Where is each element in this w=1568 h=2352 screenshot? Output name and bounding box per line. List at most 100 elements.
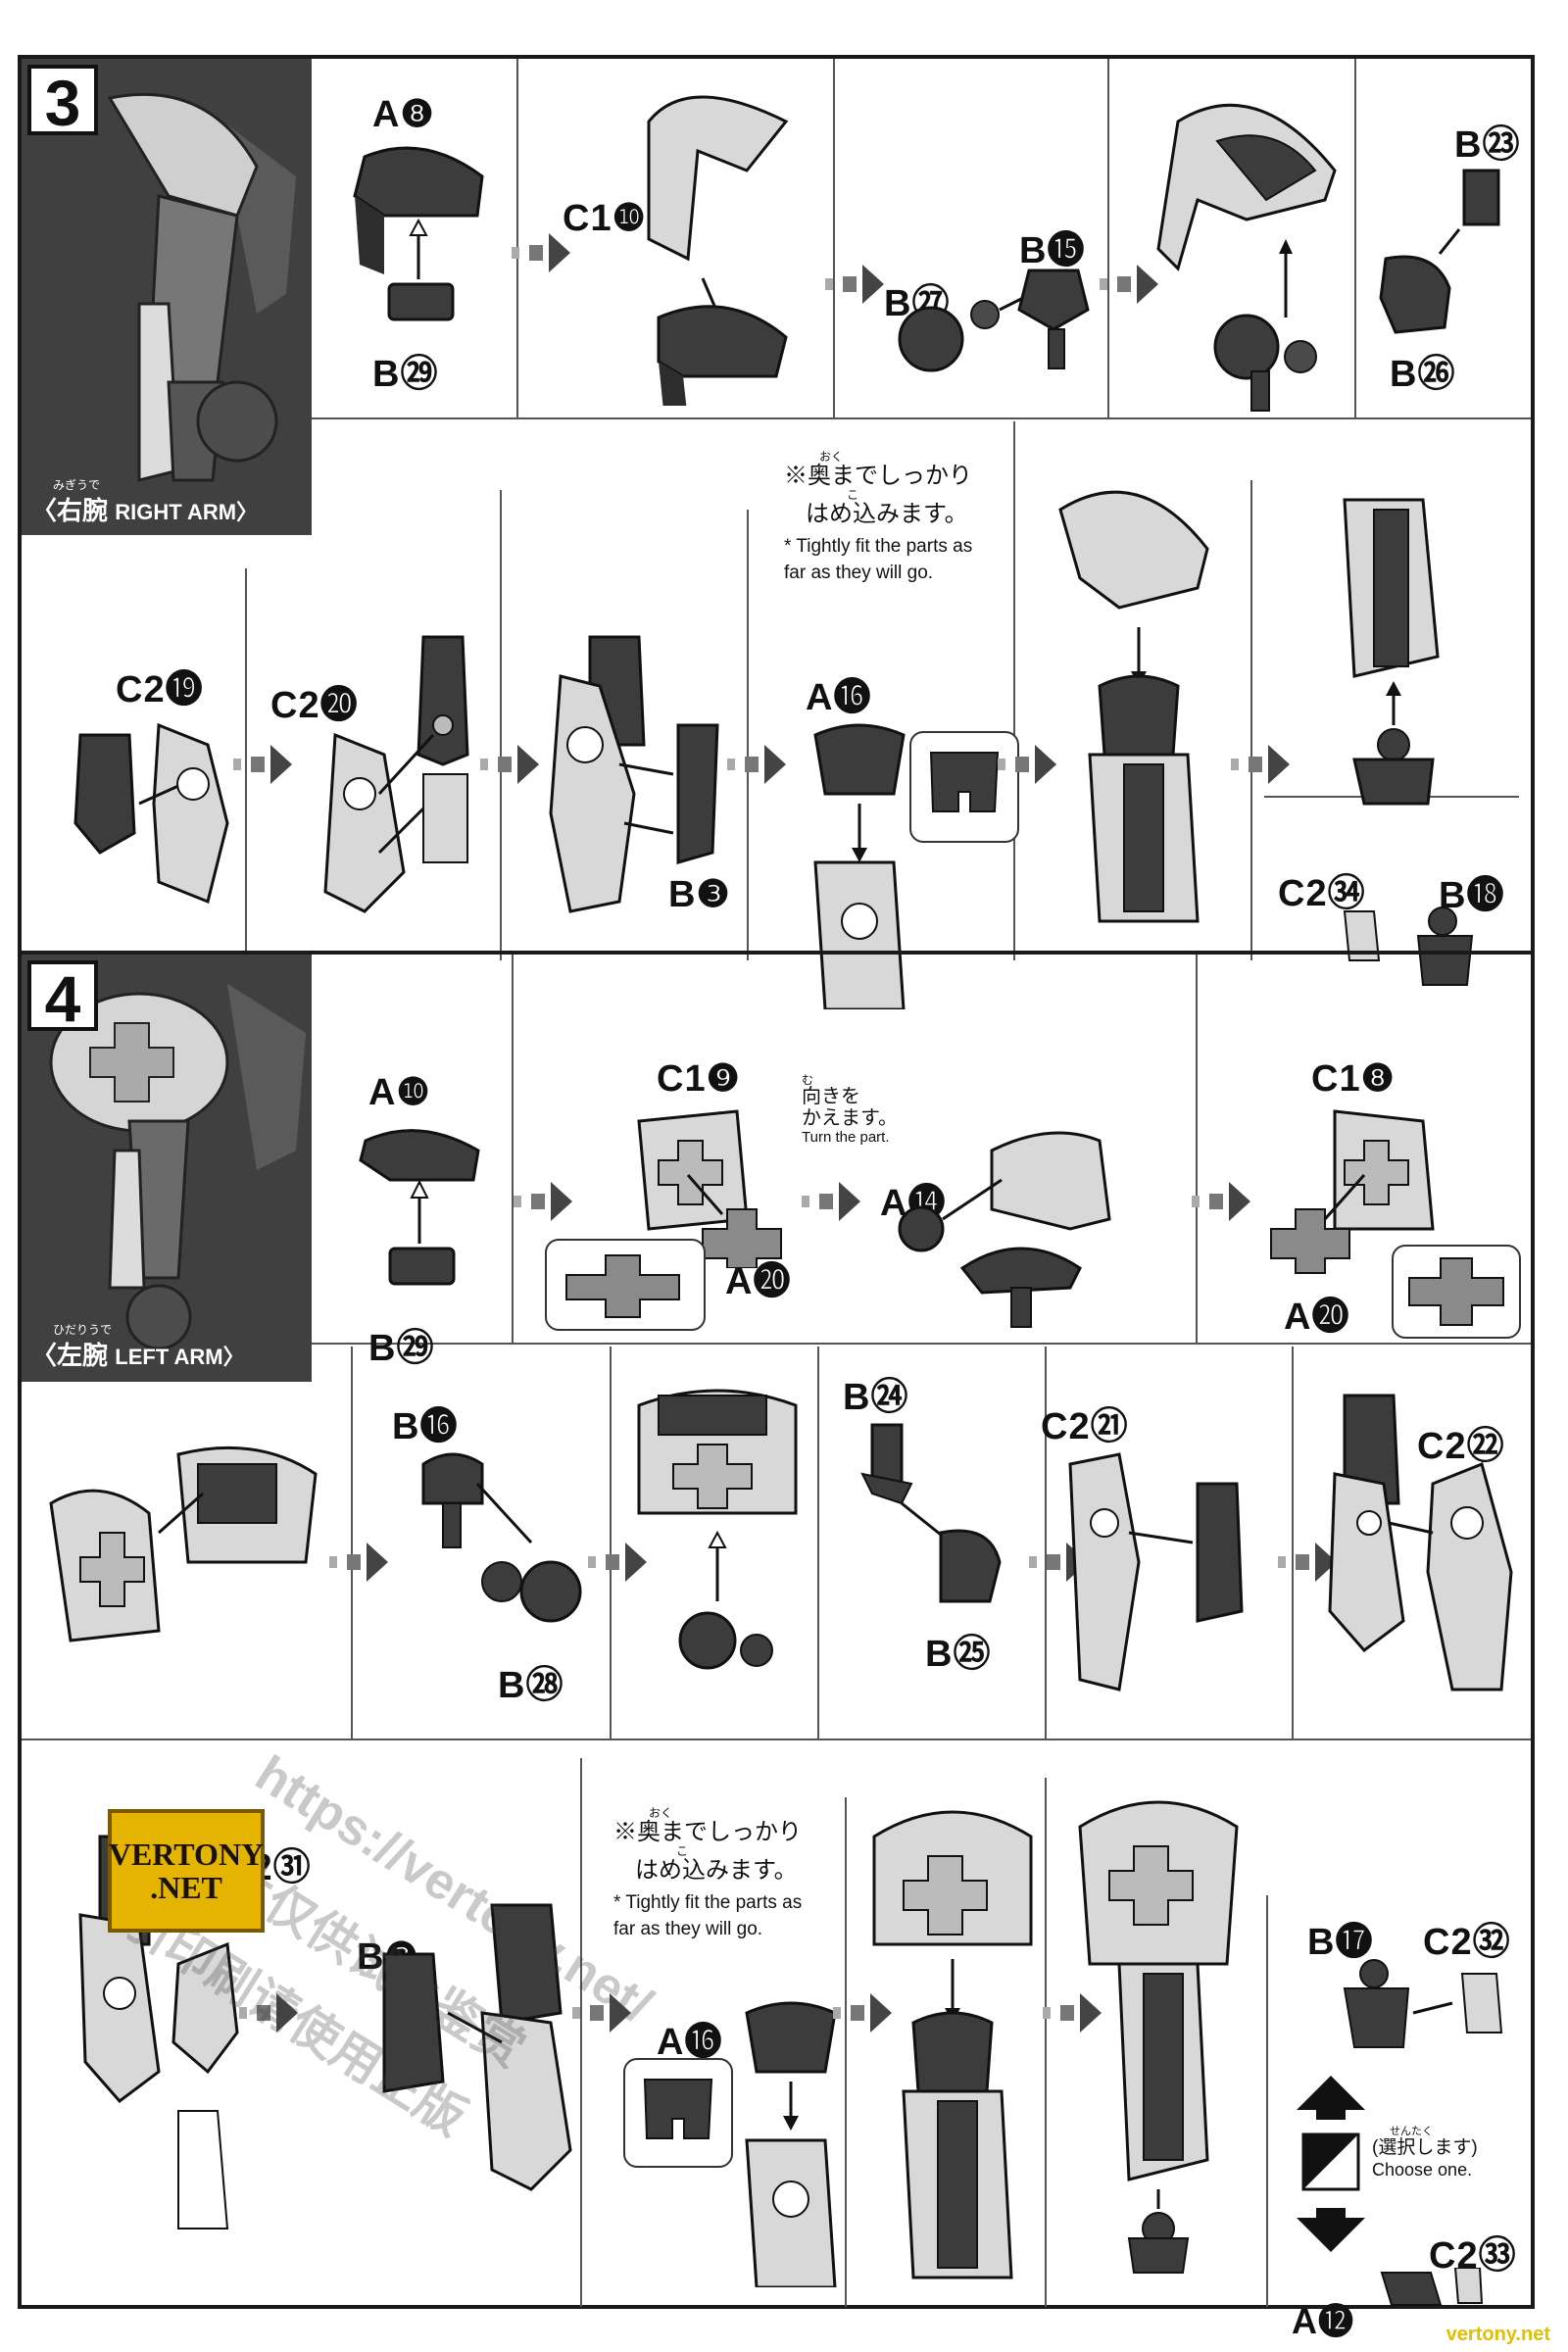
part-hand-join-assembly (1343, 498, 1440, 806)
part-c1-8-assembly (1270, 1109, 1435, 1274)
part-arm-join-assembly (1058, 490, 1209, 923)
left-arm-illustration (22, 955, 312, 1382)
part-label-b3: B❸ (668, 874, 731, 915)
part-label-c2-19: C2⓳ (116, 669, 204, 710)
detail-part-cross (565, 1254, 680, 1318)
divider (512, 955, 514, 1343)
part-c2-21-assembly (1068, 1452, 1244, 1691)
part-label-a10: A❿ (368, 1072, 431, 1113)
part-arm-join-assembly (872, 1810, 1033, 2279)
part-label-c2-22: C2㉒ (1417, 1426, 1505, 1467)
next-step-arrow (825, 265, 884, 304)
part-hand-join-assembly (1078, 1800, 1239, 2274)
part-label-c2-34: C2㉞ (1278, 873, 1366, 914)
part-label-b15: B⓯ (1019, 230, 1086, 271)
divider (1266, 1895, 1268, 2307)
step-number: 3 (27, 65, 98, 137)
logo-line2: .NET (150, 1870, 222, 1905)
part-label-c1-9: C1❾ (657, 1058, 741, 1100)
part-a16-assembly (745, 2001, 837, 2287)
left-arm-photo: 4 ひだりうで 〈左腕 LEFT ARM〉 (22, 955, 312, 1382)
part-a8-assembly (353, 146, 484, 321)
part-label-a20b: A⓴ (1284, 1297, 1350, 1338)
choose-ruby: せんたく (1390, 2126, 1433, 2137)
detail-box (1392, 1245, 1521, 1339)
divider (351, 1347, 353, 1739)
next-step-arrow (833, 1993, 892, 2033)
arm-label-jp: 〈左腕 (31, 1341, 109, 1370)
step-4-section: 4 ひだりうで 〈左腕 LEFT ARM〉 A❿ B㉙ C1❾ (22, 955, 1531, 2341)
part-b23-b26 (1379, 169, 1500, 334)
part-label-b26: B㉖ (1390, 354, 1456, 395)
choose-one-note: せんたく (選択します) Choose one. (1372, 2127, 1478, 2180)
detail-box (545, 1239, 706, 1331)
part-label-c1-10: C1❿ (563, 198, 647, 239)
note-jp-line1: ※奥までしっかり (784, 463, 972, 489)
arm-label-ruby: みぎうで (53, 478, 101, 492)
detail-box (623, 2058, 733, 2168)
choose-jp: (選択します) (1372, 2137, 1478, 2158)
divider (500, 490, 502, 960)
part-c2-34-b18 (1343, 906, 1474, 986)
divider (1196, 955, 1198, 1343)
divider (747, 510, 749, 960)
next-step-arrow (1100, 265, 1158, 304)
turn-jp-1: 向きを (802, 1086, 860, 1107)
part-b3-assembly (382, 1903, 572, 2191)
part-c2-19-assembly (74, 722, 229, 905)
arm-label-en: LEFT ARM〉 (115, 1345, 245, 1369)
part-shoulder-assembly (49, 1446, 318, 1642)
divider (833, 59, 835, 417)
part-b17-c2-32 (1343, 1959, 1503, 2048)
divider (516, 59, 518, 417)
divider (312, 1343, 1531, 1345)
arm-label-jp: 〈右腕 (31, 496, 109, 525)
divider (1107, 59, 1109, 417)
next-step-arrow (572, 1993, 631, 2033)
corner-watermark: vertony.net (1446, 2324, 1550, 2345)
note-ruby: おく (819, 450, 844, 464)
step-number: 4 (27, 960, 98, 1033)
next-step-arrow (1043, 1993, 1102, 2033)
vertony-logo: VERTONY .NET (108, 1809, 265, 1933)
instruction-sheet: 3 みぎうで 〈右腕 RIGHT ARM〉 A❽ B㉙ C1❿ (18, 55, 1535, 2341)
step-3-section: 3 みぎうで 〈右腕 RIGHT ARM〉 A❽ B㉙ C1❿ (22, 59, 1531, 1009)
divider (1292, 1347, 1294, 1739)
part-label-b23: B㉓ (1454, 124, 1521, 166)
part-b27-b15-assembly (898, 269, 1090, 372)
choose-en: Choose one. (1372, 2160, 1473, 2180)
divider (580, 1758, 582, 2307)
next-step-arrow (480, 745, 539, 784)
next-step-arrow (588, 1543, 647, 1582)
detail-part-cross (1408, 1257, 1504, 1326)
turn-part-note: む 向きを かえます。 Turn the part. (802, 1074, 898, 1147)
part-b24-b25 (860, 1423, 1002, 1603)
divider (1013, 421, 1015, 960)
divider (610, 1347, 612, 1739)
part-a10-assembly (359, 1129, 480, 1286)
divider (1354, 417, 1531, 419)
part-c2-20-assembly (323, 635, 469, 913)
arm-label: みぎうで 〈右腕 RIGHT ARM〉 (31, 476, 258, 527)
fit-tightly-note: おく ※奥までしっかり こ はめ込みます。 * Tightly fit the … (613, 1807, 809, 1942)
divider (845, 1797, 847, 2307)
note-en: * Tightly fit the parts as far as they w… (613, 1892, 803, 1939)
detail-part-a16 (643, 2079, 713, 2139)
next-step-arrow (727, 745, 786, 784)
detail-box (909, 731, 1019, 843)
right-arm-illustration (22, 59, 312, 535)
part-a14-assembly (898, 1131, 1111, 1328)
next-step-arrow (998, 745, 1056, 784)
step-divider (22, 951, 1531, 955)
part-a12-c2-33 (1380, 2268, 1484, 2306)
divider (1250, 480, 1252, 960)
arm-label-ruby: ひだりうで (53, 1323, 113, 1337)
divider (245, 568, 247, 960)
next-step-arrow (239, 1993, 298, 2033)
part-label-a20: A⓴ (725, 1261, 792, 1302)
note-ruby: おく (649, 1806, 673, 1820)
part-label-b29: B㉙ (372, 354, 439, 395)
note-ruby2: こ (676, 1844, 689, 1858)
next-step-arrow (1192, 1182, 1250, 1221)
part-shoulder-join-assembly (637, 1389, 798, 1670)
